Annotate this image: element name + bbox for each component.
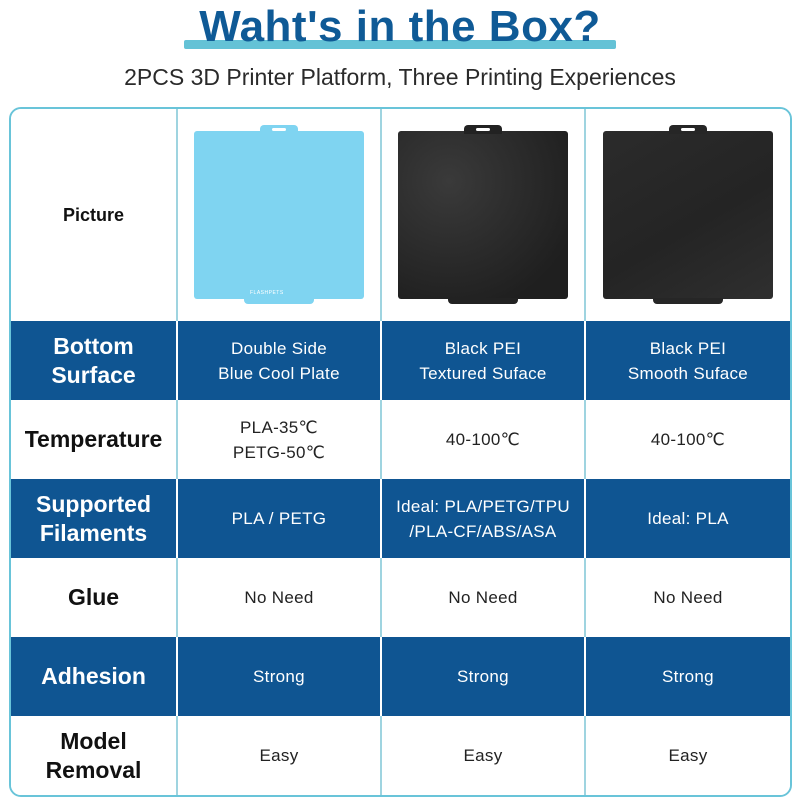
row-label-temperature: Temperature [24,426,163,453]
cell-bottom-surface-3: Black PEI Smooth Suface [627,338,749,383]
cell-supported-filaments-2: Ideal: PLA/PETG/TPU /PLA-CF/ABS/ASA [396,496,570,541]
cell-model-removal-3: Easy [668,746,708,765]
black-pei-textured-plate-image [398,125,568,305]
cell-adhesion-2: Strong [457,667,509,687]
cell-supported-filaments-3: Ideal: PLA [647,509,729,529]
page-title: Waht's in the Box? [199,2,601,51]
blue-cool-plate-image: FLASHPETS [194,125,364,305]
row-label-glue: Glue [67,584,120,611]
table-row-model-removal: Model Removal Easy Easy Easy [11,716,790,795]
cell-temperature-2: 40-100℃ [445,430,521,450]
cell-temperature-3: 40-100℃ [650,430,726,450]
cell-glue-3: No Need [653,588,723,608]
row-label-bottom-surface: Bottom Surface [51,332,136,388]
cell-bottom-surface-1: Double Side Blue Cool Plate [218,338,340,383]
cell-glue-1: No Need [244,588,314,608]
row-label-adhesion: Adhesion [41,663,146,690]
cell-adhesion-3: Strong [662,667,714,687]
table-row-adhesion: Adhesion Strong Strong Strong [11,637,790,716]
cell-adhesion-1: Strong [253,667,305,687]
cell-supported-filaments-1: PLA / PETG [231,509,327,529]
table-row-supported-filaments: Supported Filaments PLA / PETG Ideal: PL… [11,479,790,559]
cell-bottom-surface-2: Black PEI Textured Suface [419,338,547,383]
row-label-supported-filaments: Supported Filaments [36,490,151,546]
table-row-temperature: Temperature PLA-35℃ PETG-50℃ 40-100℃ 40-… [11,400,790,480]
table-row-glue: Glue No Need No Need No Need [11,558,790,638]
cell-model-removal-1: Easy [259,746,299,765]
cell-glue-2: No Need [448,588,518,608]
table-row-picture: Picture FLASHPETS [11,109,790,322]
black-pei-smooth-plate-image [603,125,773,305]
row-label-model-removal: Model Removal [45,727,142,783]
row-label-picture: Picture [62,204,125,225]
brand-mark: FLASHPETS [250,290,284,297]
comparison-table: Picture FLASHPETS [9,107,792,797]
cell-model-removal-2: Easy [463,746,503,765]
page-subtitle: 2PCS 3D Printer Platform, Three Printing… [124,64,676,90]
table-row-bottom-surface: Bottom Surface Double Side Blue Cool Pla… [11,321,790,401]
cell-temperature-1: PLA-35℃ PETG-50℃ [232,417,326,462]
